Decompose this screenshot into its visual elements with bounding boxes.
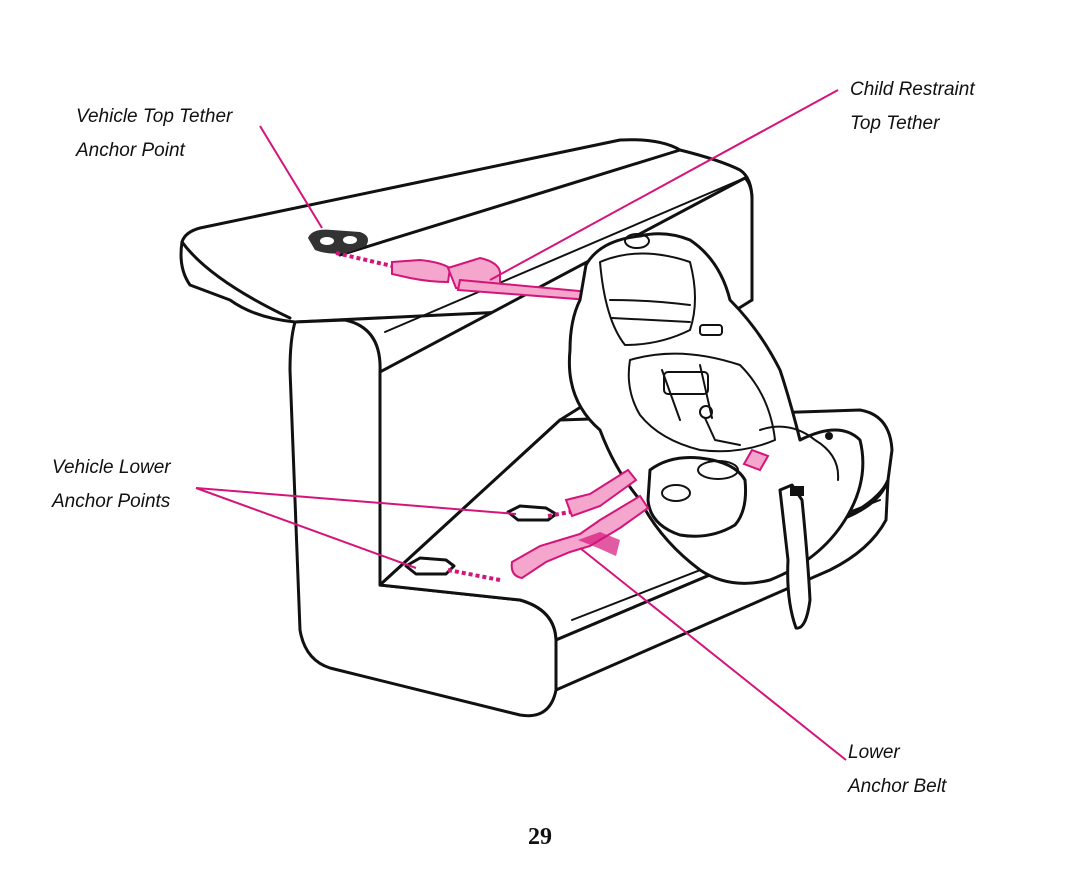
child-car-seat <box>567 232 865 630</box>
label-line: Anchor Belt <box>848 776 947 797</box>
top-tether-anchor-bracket <box>308 229 368 254</box>
label-line: Vehicle Top Tether <box>76 106 233 127</box>
callout-leaders <box>195 89 847 761</box>
label-line: Top Tether <box>850 113 940 134</box>
label-line: Child Restraint <box>850 79 975 100</box>
vehicle-top-tether-anchor-label: Vehicle Top Tether Anchor Point <box>76 100 232 168</box>
label-line: Anchor Point <box>76 140 185 161</box>
lower-anchor-belt <box>447 448 770 582</box>
page-number: 29 <box>528 824 552 850</box>
label-line: Vehicle Lower <box>52 457 171 478</box>
vehicle-lower-anchor-points-label: Vehicle Lower Anchor Points <box>52 451 171 519</box>
label-line: Lower <box>848 742 900 763</box>
child-restraint-top-tether-label: Child Restraint Top Tether <box>850 73 975 141</box>
top-tether-strap <box>335 251 591 302</box>
label-line: Anchor Points <box>52 491 171 512</box>
lower-anchor-belt-label: Lower Anchor Belt <box>848 736 946 804</box>
